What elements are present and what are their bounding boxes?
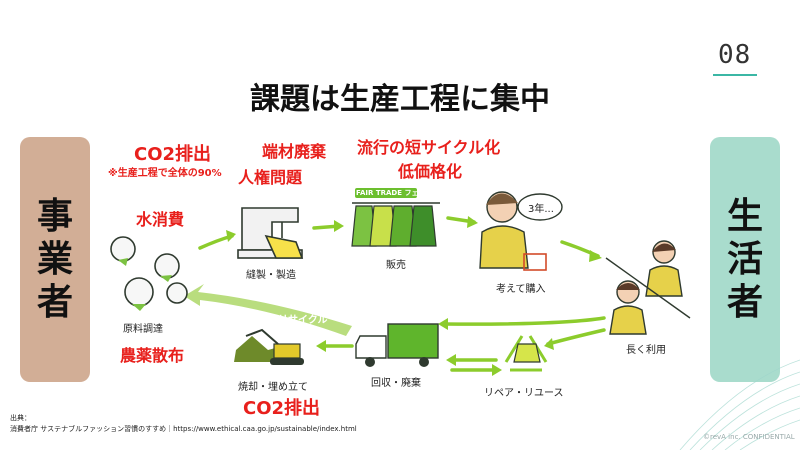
issue-co2-note: ※生産工程で全体の90% — [108, 168, 222, 179]
business-char-2: 業 — [36, 238, 73, 280]
business-box: 事 業 者 — [20, 137, 90, 382]
cotton-illustration — [110, 236, 188, 311]
clothes-rack-illustration — [351, 188, 440, 247]
consumer-box: 生 活 者 — [710, 137, 780, 382]
long-use-persons-illustration — [605, 240, 691, 335]
source-citation: 消費者庁 サステナブルファッション習慣のすすめ｜https://www.ethi… — [10, 424, 357, 433]
sewing-machine-illustration — [237, 207, 304, 259]
consumer-char-1: 生 — [726, 195, 763, 237]
arrow-use-to-collect — [442, 316, 606, 326]
fair-trade-tag: FAIR TRADE フェア — [356, 189, 426, 197]
thinking-person-illustration — [479, 191, 563, 271]
issue-co2-top: CO2排出 — [134, 144, 212, 165]
stage-long-use-caption: 長く利用 — [626, 345, 666, 356]
speech-bubble-text: 3年... — [528, 204, 554, 215]
issue-pesticide: 農薬散布 — [120, 346, 185, 365]
confidential-notice: ©revA inc. CONFIDENTIAL — [703, 433, 795, 441]
recycle-label: リサイクル — [278, 315, 328, 326]
issue-water: 水消費 — [136, 210, 185, 229]
issue-co2-bottom: CO2排出 — [243, 398, 321, 419]
consumer-char-3: 者 — [726, 282, 763, 324]
decorative-lines — [679, 359, 800, 450]
consumer-char-2: 活 — [726, 238, 763, 280]
arrow-raw-to-sewing — [198, 234, 234, 250]
stage-repair-caption: リペア・リユース — [484, 388, 564, 399]
recycle-arrow — [184, 284, 352, 336]
business-char-3: 者 — [36, 282, 73, 324]
source-note: 出典： 消費者庁 サステナブルファッション習慣のすすめ｜https://www.… — [10, 413, 357, 434]
stage-sales-caption: 販売 — [386, 260, 406, 271]
stage-burn-caption: 焼却・埋め立て — [238, 382, 308, 393]
issue-human-rights: 人権問題 — [238, 168, 303, 187]
source-label: 出典： — [10, 414, 31, 422]
page-title: 課題は生産工程に集中 — [250, 82, 550, 117]
arrow-use-to-repair — [546, 328, 606, 346]
reuse-triangle-illustration — [504, 335, 548, 372]
stage-raw-caption: 原料調達 — [123, 324, 163, 335]
stage-sewing-caption: 縫製・製造 — [246, 270, 296, 281]
issue-fast-fashion: 流行の短サイクル化 — [357, 138, 501, 157]
issue-waste-material: 端材廃棄 — [262, 142, 327, 161]
business-char-1: 事 — [36, 195, 73, 237]
issue-low-price: 低価格化 — [398, 162, 463, 181]
excavator-illustration — [234, 328, 304, 365]
stage-buy-caption: 考えて購入 — [496, 284, 546, 295]
page-number: 08 — [718, 40, 752, 70]
stage-collect-caption: 回収・廃棄 — [371, 378, 421, 389]
truck-illustration — [355, 323, 439, 367]
page-number-underline — [713, 74, 757, 76]
arrow-heads — [226, 216, 602, 376]
